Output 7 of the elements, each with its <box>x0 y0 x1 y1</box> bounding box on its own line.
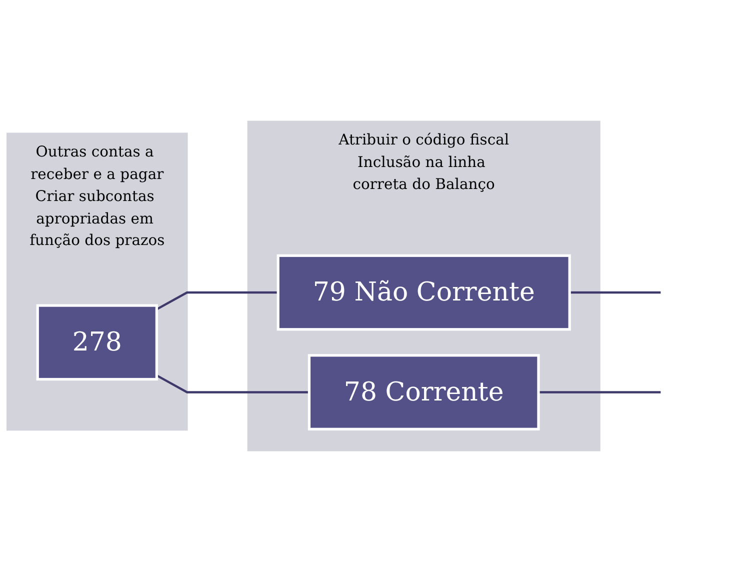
connector <box>570 291 661 294</box>
connector <box>156 291 278 310</box>
connector <box>156 374 310 394</box>
connector <box>538 391 661 394</box>
node-box: 278 <box>36 304 158 381</box>
node-box: 79 Não Corrente <box>276 254 571 331</box>
node-box: 78 Corrente <box>308 354 540 430</box>
